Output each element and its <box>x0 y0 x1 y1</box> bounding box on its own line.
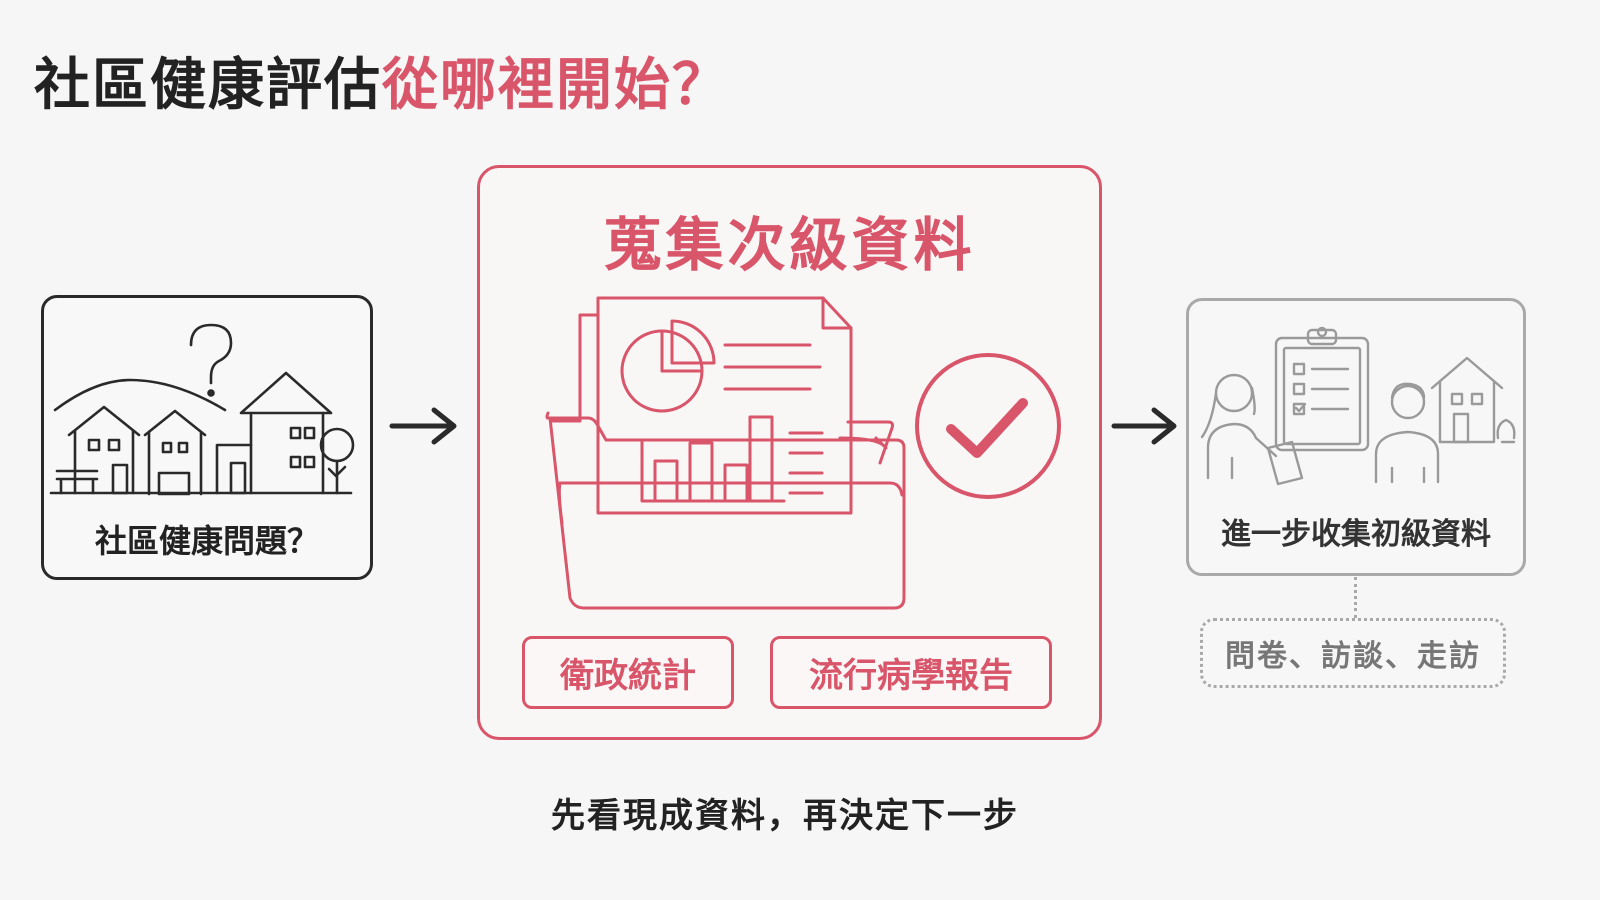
primary-data-card: 進一步收集初級資料 <box>1186 298 1526 576</box>
bottom-caption: 先看現成資料，再決定下一步 <box>551 796 1019 836</box>
title-main: 社區健康評估 <box>34 53 382 118</box>
arrow-right-icon <box>1111 407 1177 445</box>
community-houses-question-icon <box>49 323 355 496</box>
tag-epidemiology-report: 流行病學報告 <box>770 636 1052 709</box>
secondary-data-card: 蒐集次級資料 <box>477 165 1102 740</box>
community-problem-card: 社區健康問題？ <box>41 295 373 580</box>
dotted-connector <box>1354 577 1357 618</box>
arrow-right-icon <box>389 407 457 445</box>
document-folder-chart-icon <box>545 296 906 610</box>
interview-clipboard-icon <box>1200 326 1516 486</box>
data-collection-methods: 問卷、訪談、走訪 <box>1200 618 1506 688</box>
community-problem-label: 社區健康問題？ <box>94 522 319 560</box>
primary-data-label: 進一步收集初級資料 <box>1221 517 1491 552</box>
checkmark-circle-icon <box>915 353 1061 499</box>
page-title: 社區健康評估從哪裡開始？ <box>34 40 730 121</box>
title-accent: 從哪裡開始？ <box>382 53 730 118</box>
secondary-data-heading: 蒐集次級資料 <box>603 211 976 279</box>
tag-health-statistics: 衛政統計 <box>522 636 734 709</box>
